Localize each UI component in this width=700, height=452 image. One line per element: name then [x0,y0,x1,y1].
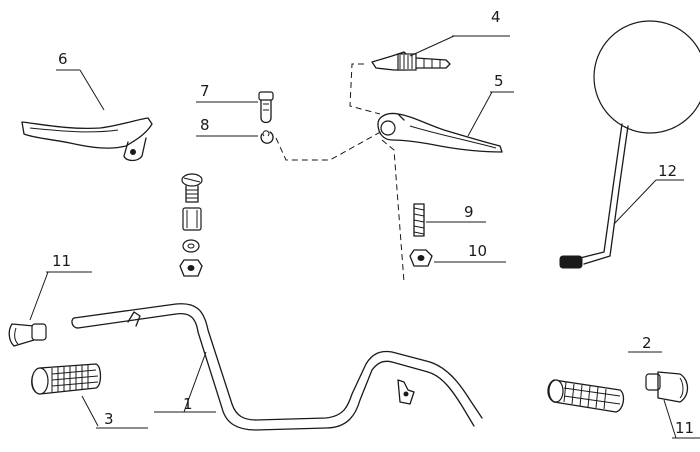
callout-8: 8 [200,116,210,134]
callout-11-left: 11 [52,252,71,270]
callout-1: 1 [183,395,193,413]
grip-left [31,363,102,395]
assembly-lines [275,63,405,283]
callout-5: 5 [494,72,504,90]
clutch-lever [21,117,153,162]
callout-2: 2 [642,334,652,352]
cable-adjuster [371,51,451,71]
callout-9: 9 [464,203,474,221]
callout-4: 4 [491,8,501,26]
handlebar [71,303,483,431]
callout-7: 7 [200,82,210,100]
callout-10: 10 [468,242,487,260]
callout-12: 12 [658,162,677,180]
bar-end-right [645,371,689,403]
pivot-bolt [258,91,274,124]
fastener-stack [179,173,203,277]
lock-nut [409,249,433,267]
callout-11-right: 11 [675,419,694,437]
brake-lever [377,112,503,153]
callout-6: 6 [58,50,68,68]
circlip [260,130,274,144]
mirror [559,20,700,269]
set-screw [413,203,425,237]
bar-end-left [8,323,47,347]
callouts: 1 2 3 4 5 6 7 8 9 10 11 11 12 [29,8,700,439]
grip-right [547,379,625,413]
callout-3: 3 [104,410,114,428]
